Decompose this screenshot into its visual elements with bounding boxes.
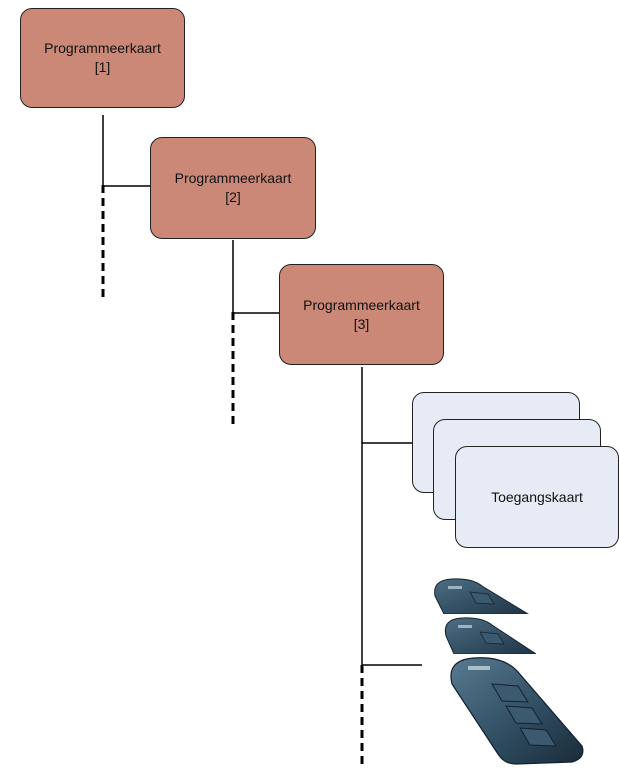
programming-card-1-index: [1] bbox=[94, 59, 111, 75]
programming-card-2-name: Programmeerkaart bbox=[174, 170, 292, 186]
programming-card-3: Programmeerkaart [3] bbox=[279, 264, 444, 365]
remote-control-icon bbox=[434, 578, 529, 614]
programming-card-2-index: [2] bbox=[225, 189, 241, 205]
programming-card-3-name: Programmeerkaart bbox=[303, 296, 420, 313]
programming-card-2: Programmeerkaart [2] bbox=[150, 137, 316, 239]
programming-card-1-name: Programmeerkaart bbox=[44, 40, 161, 56]
programming-card-1: Programmeerkaart [1] bbox=[20, 8, 185, 108]
programming-card-3-index: [3] bbox=[353, 315, 370, 332]
access-card-label: Toegangskaart bbox=[491, 488, 583, 505]
access-card-front: Toegangskaart bbox=[455, 446, 619, 548]
remote-control-icon bbox=[450, 657, 584, 765]
remote-control-icon bbox=[444, 617, 536, 654]
